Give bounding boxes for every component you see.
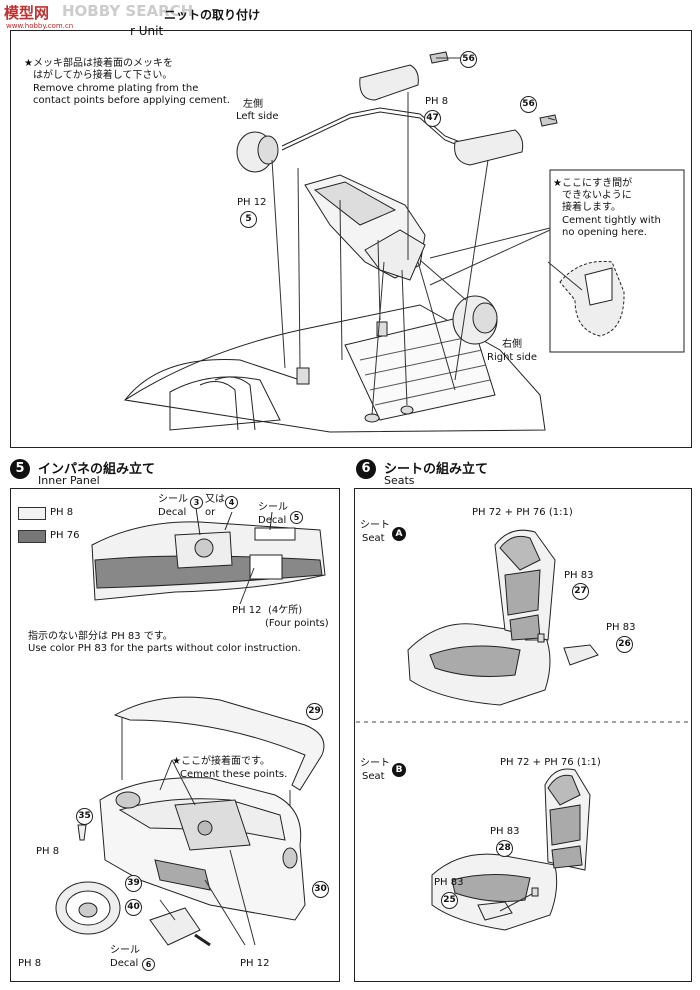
- gap-note-ja2: できないように: [562, 190, 632, 201]
- paint-ph8-label-a: PH 8: [36, 846, 60, 857]
- paint-ph8-label-b: PH 8: [18, 958, 42, 969]
- left-side-ja: 左側: [243, 99, 263, 110]
- decal-6-callout: 6: [142, 958, 155, 971]
- section4-frame: [10, 30, 692, 448]
- section4-title-en: r Unit: [130, 24, 164, 38]
- gap-note-ja1: ★ここにすき間が: [553, 178, 633, 189]
- decal-6-ja: シール: [110, 945, 140, 956]
- decal-6-en: Decal: [110, 958, 139, 969]
- four-points-ja: (4ケ所): [268, 605, 303, 616]
- decal-b-en: Decal: [258, 515, 287, 526]
- decal-5-callout: 5: [290, 511, 303, 524]
- seat-b-badge: B: [392, 763, 406, 777]
- decal-a-en: Decal: [158, 507, 187, 518]
- part-47-callout: 47: [424, 110, 441, 127]
- seat-a-en: Seat: [362, 533, 385, 544]
- part-35-callout: 35: [76, 808, 93, 825]
- gap-note-ja3: 接着します。: [562, 202, 621, 213]
- four-points-ph12: PH 12: [232, 605, 262, 616]
- muffler-note-en2: contact points before applying cement.: [33, 95, 230, 106]
- section5-step-number: 5: [10, 459, 30, 479]
- part-27-callout: 27: [572, 583, 589, 600]
- right-side-ja: 右側: [502, 339, 522, 350]
- decal-3-callout: 3: [190, 496, 203, 509]
- seat-a-ja: シート: [360, 520, 390, 531]
- muffler-note-ja2: はがしてから接着して下さい。: [33, 70, 173, 81]
- part-56-callout-2: 56: [520, 96, 537, 113]
- paint-ph8-label: PH 8: [425, 96, 449, 107]
- part-30-callout: 30: [312, 881, 329, 898]
- section5-title-en: Inner Panel: [38, 474, 100, 487]
- paint-ph12-label-b: PH 12: [240, 958, 270, 969]
- legend-swatch-light: [18, 507, 46, 520]
- gap-note-en2: no opening here.: [562, 227, 647, 238]
- seat-a-ph83b: PH 83: [606, 622, 636, 633]
- or-ja: 又は: [205, 494, 225, 505]
- part-25-callout: 25: [441, 892, 458, 909]
- legend-label-ph76: PH 76: [50, 530, 80, 541]
- decal-a-ja: シール: [158, 494, 188, 505]
- muffler-note-ja1: ★メッキ部品は接着面のメッキを: [24, 58, 173, 69]
- part-56-callout: 56: [460, 51, 477, 68]
- gap-note-en1: Cement tightly with: [562, 215, 661, 226]
- color-note-ja: 指示のない部分は PH 83 です。: [28, 631, 173, 642]
- color-note-en: Use color PH 83 for the parts without co…: [28, 643, 301, 654]
- paint-ph12-label: PH 12: [237, 197, 267, 208]
- cement-note-en: Cement these points.: [180, 769, 288, 780]
- left-side-en: Left side: [236, 111, 279, 122]
- part-40-callout: 40: [125, 899, 142, 916]
- section6-title-en: Seats: [384, 474, 415, 487]
- part-29-callout: 29: [306, 703, 323, 720]
- watermark-text: HOBBY SEARCH: [62, 2, 194, 20]
- or-en: or: [205, 507, 216, 518]
- seat-b-en: Seat: [362, 771, 385, 782]
- part-26-callout: 26: [616, 636, 633, 653]
- section6-title-ja: シートの組み立て: [384, 462, 489, 477]
- seat-b-mix: PH 72 + PH 76 (1:1): [500, 757, 601, 768]
- seat-a-badge: A: [392, 527, 406, 541]
- four-points-en: (Four points): [265, 618, 329, 629]
- legend-label-ph8: PH 8: [50, 507, 74, 518]
- seat-b-ja: シート: [360, 758, 390, 769]
- seat-b-ph83b: PH 83: [434, 877, 464, 888]
- seat-a-ph83a: PH 83: [564, 570, 594, 581]
- part-28-callout: 28: [496, 840, 513, 857]
- watermark-url: www.hobby.com.cn: [6, 22, 74, 30]
- section4-title-ja: ニットの取り付け: [164, 8, 261, 22]
- part-5-callout: 5: [240, 211, 257, 228]
- decal-4-callout: 4: [225, 496, 238, 509]
- cement-note-ja: ★ここが接着面です。: [172, 756, 270, 767]
- section6-step-number: 6: [356, 459, 376, 479]
- seat-a-mix: PH 72 + PH 76 (1:1): [472, 507, 573, 518]
- section6-frame: [354, 488, 692, 982]
- part-39-callout: 39: [125, 875, 142, 892]
- watermark-logo: 模型网: [4, 4, 50, 22]
- muffler-note-en1: Remove chrome plating from the: [33, 83, 199, 94]
- section5-title-ja: インパネの組み立て: [38, 462, 156, 477]
- section5-frame: [10, 488, 340, 982]
- legend-swatch-dark: [18, 530, 46, 543]
- seat-b-ph83a: PH 83: [490, 826, 520, 837]
- decal-b-ja: シール: [258, 502, 288, 513]
- right-side-en: Right side: [487, 352, 537, 363]
